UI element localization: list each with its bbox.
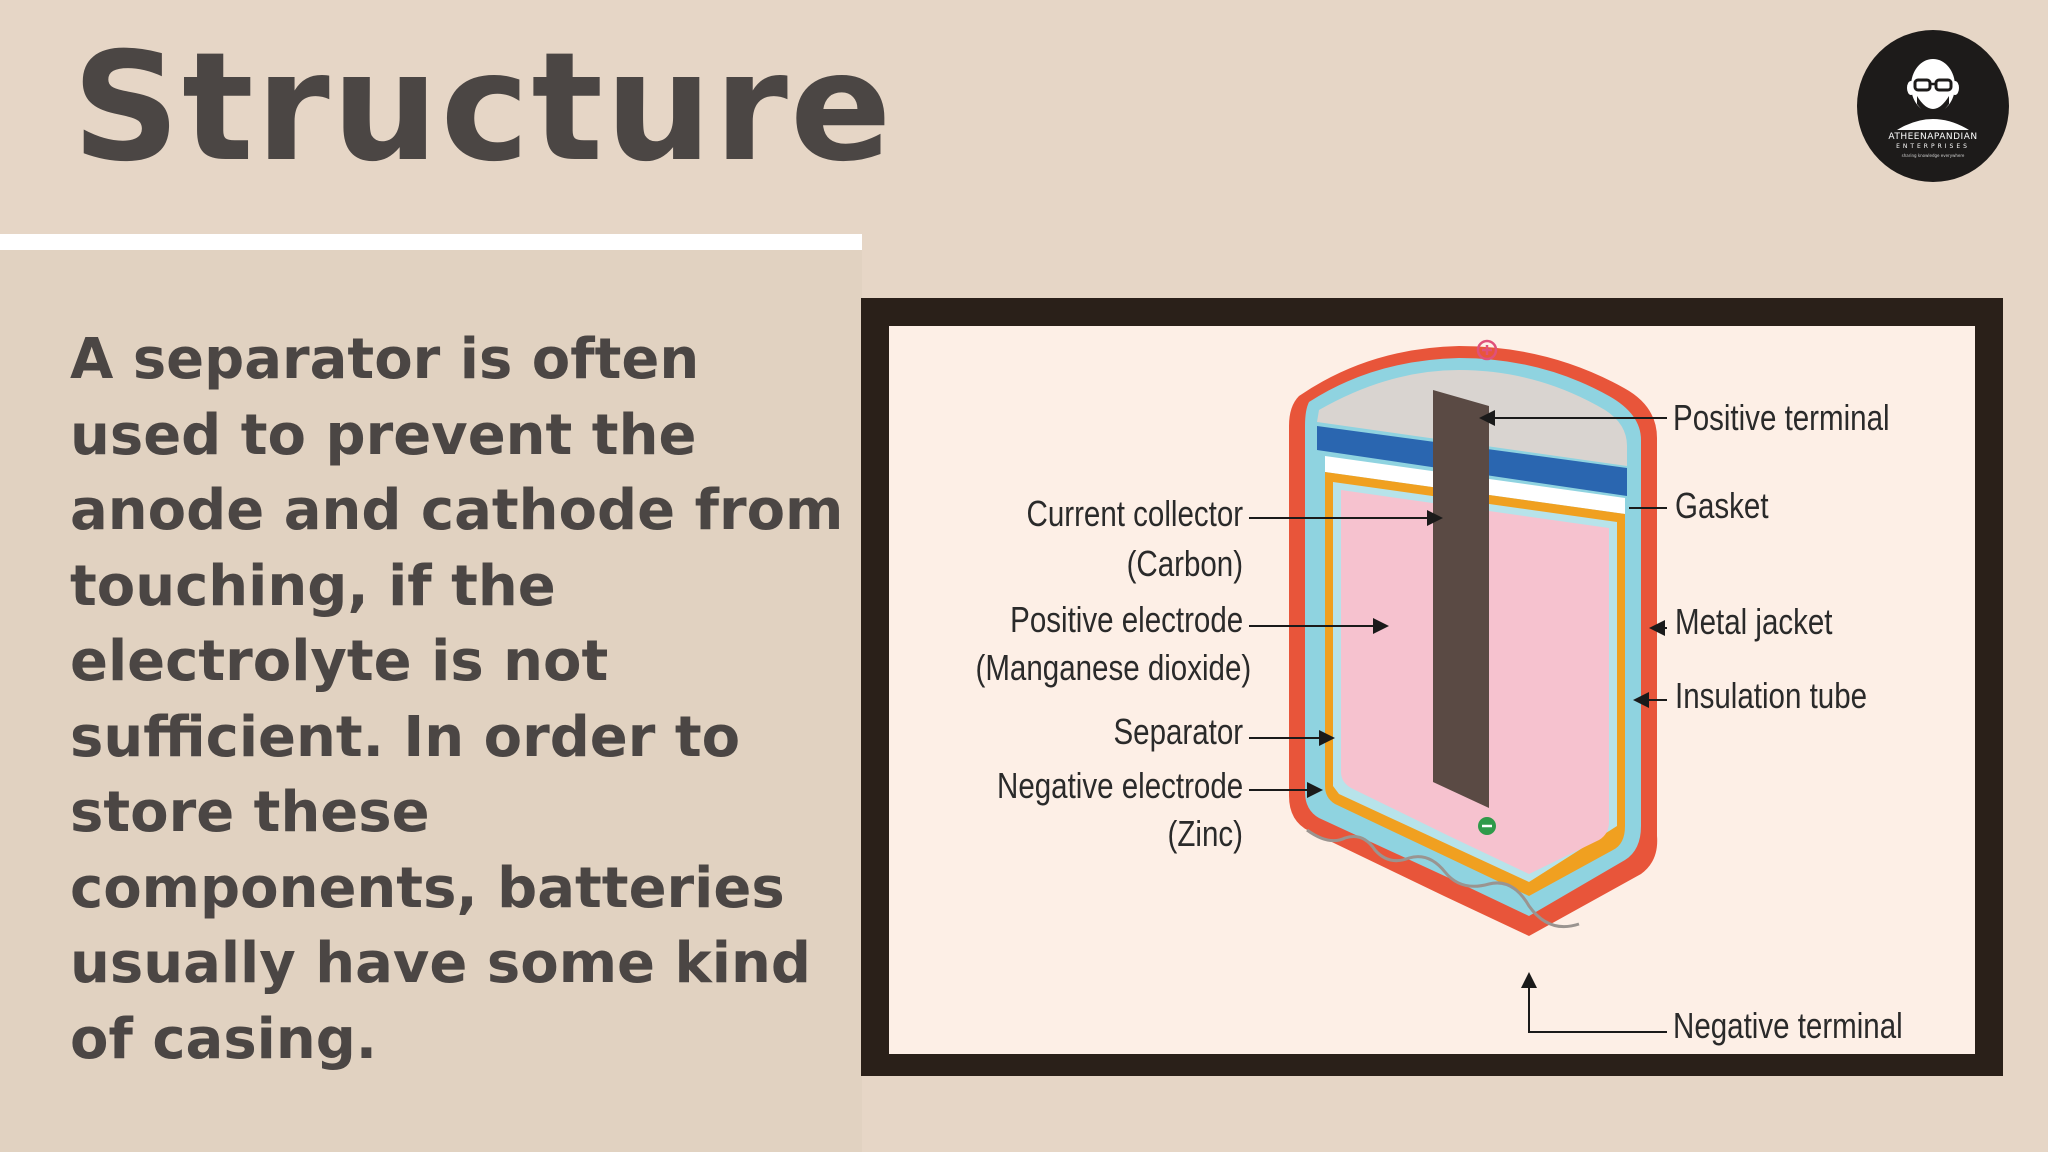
label-positive-electrode: Positive electrode [1009,599,1243,640]
battery-diagram: Positive terminal Gasket Metal jacket In… [889,326,1975,1054]
diagram-frame: Positive terminal Gasket Metal jacket In… [861,298,2003,1076]
brand-logo: ATHEENAPANDIAN ENTERPRISES sharing knowl… [1857,30,2009,182]
logo-subtitle: ENTERPRISES [1896,143,1970,150]
title-divider [0,234,862,250]
plus-icon [1476,339,1498,361]
label-negative-terminal: Negative terminal [1673,1005,1903,1046]
label-insulation-tube: Insulation tube [1675,675,1868,716]
label-gasket: Gasket [1675,485,1769,526]
label-negative-electrode: Negative electrode [996,765,1243,806]
avatar-icon [1897,59,1969,130]
label-current-collector-sub: (Carbon) [1126,543,1243,584]
label-current-collector: Current collector [1026,493,1243,534]
battery-cross-section [1249,339,1667,1033]
text-panel [0,250,862,1152]
body-paragraph: A separator is often used to prevent the… [70,327,844,1072]
negative-terminal-shape [1306,828,1580,929]
carbon-rod-shape [1433,390,1489,808]
logo-name: ATHEENAPANDIAN [1888,132,1978,142]
label-positive-electrode-sub: (Manganese dioxide) [975,647,1251,688]
label-positive-terminal: Positive terminal [1673,397,1890,438]
logo-tagline: sharing knowledge everywhere [1901,153,1965,158]
label-negative-electrode-sub: (Zinc) [1167,813,1243,854]
label-separator: Separator [1113,711,1243,752]
slide-title: Structure [72,21,894,195]
label-metal-jacket: Metal jacket [1675,601,1833,642]
